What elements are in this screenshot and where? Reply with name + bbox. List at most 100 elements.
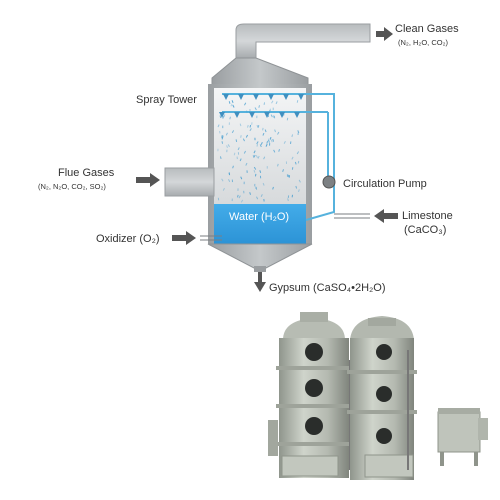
circulation-piping [200,93,370,241]
spray-droplet [262,182,265,186]
spray-droplet [294,161,297,165]
spray-droplet [277,163,279,167]
spray-nozzle [253,94,259,100]
spray-droplet [256,124,259,128]
scrubber-tower-right [347,316,417,480]
spray-nozzle [294,112,300,118]
spray-droplet [229,116,231,120]
water-label: Water (H₂O) [229,211,289,223]
spray-droplet [296,151,300,155]
spray-droplet [256,196,259,200]
spray-droplet [296,100,299,103]
spray-droplet [240,135,242,138]
spray-droplet [235,139,238,142]
spray-droplet [287,198,289,202]
spray-droplet [219,156,222,159]
spray-droplet [256,141,259,145]
spray-droplet [270,114,273,118]
spray-droplet [222,115,225,119]
spray-droplet [254,107,257,111]
spray-nozzle [238,94,244,100]
clean-gases-label: Clean Gases [395,23,459,35]
spray-droplet [277,131,280,135]
spray-droplet [240,176,243,180]
oxidizer-label: Oxidizer (O₂) [96,233,160,245]
water-pool [214,204,306,244]
circulation-pump [322,175,336,189]
spray-droplet [274,129,276,133]
spray-droplet [270,139,273,143]
spray-droplet [271,100,274,104]
spray-nozzle [219,112,225,118]
spray-droplet [247,124,249,128]
spray-droplet [253,150,256,154]
filter-box-unit [437,408,488,466]
spray-droplet [226,145,228,148]
spray-droplet [238,195,241,199]
spray-droplet [272,138,275,142]
spray-droplet [232,165,234,169]
limestone-label: Limestone [402,210,453,222]
equipment-photo [268,312,488,480]
spray-nozzle [279,112,285,118]
spray-droplet [255,155,258,159]
spray-nozzle [234,112,240,118]
spray-droplet [268,140,270,143]
recirculation-pipe-outer [305,93,335,221]
spray-droplet [231,100,234,103]
spray-droplet [287,174,290,178]
spray-droplet [228,179,231,183]
spray-droplet [275,101,278,105]
clean-gases-arrow [376,27,393,41]
spray-droplet [273,149,276,153]
spray-droplet [249,124,252,128]
spray-droplet [245,162,248,166]
circulation-pump-label: Circulation Pump [343,178,427,190]
spray-nozzle [298,94,304,100]
spray-droplet [260,194,263,198]
spray-droplet [298,189,300,193]
spray-droplet [282,113,285,117]
spray-droplet [272,186,274,190]
spray-droplet [268,109,271,113]
flow-arrows [136,27,398,292]
spray-droplet [240,199,244,203]
spray-droplet [278,149,280,152]
spray-droplet [217,124,220,128]
spray-droplet [291,156,294,160]
clean-gases-formula: (N₂, H₂O, CO₂) [398,38,448,47]
spray-droplet [266,140,268,144]
spray-droplet [267,138,270,142]
spray-droplet [221,178,224,182]
spray-droplet [225,132,228,136]
spray-droplet [249,192,251,195]
spray-droplet [259,144,262,148]
spray-droplet [243,150,246,154]
scrubber-tower-left [268,312,352,478]
spray-droplet [263,102,266,106]
spray-droplet [221,141,224,144]
spray-droplet [258,105,260,108]
spray-droplet [282,169,284,172]
spray-nozzle [283,94,289,100]
spray-droplet [233,152,236,156]
spray-droplet [295,185,298,189]
spray-droplet [265,143,268,147]
flue-gases-formula: (N₂, N₂O, CO₂, SO₂) [38,182,106,191]
spray-droplet [244,102,247,106]
spray-tower-label: Spray Tower [136,94,197,106]
spray-droplet [283,140,286,144]
flue-gases-label: Flue Gases [58,167,115,179]
spray-droplet [262,132,265,136]
gypsum-label: Gypsum (CaSO₄•2H₂O) [269,282,386,294]
spray-droplet [239,123,242,127]
spray-droplet [245,134,248,138]
spray-droplet [242,138,245,142]
spray-droplet [253,166,257,170]
spray-droplet [232,104,235,108]
spray-droplet [227,144,230,148]
spray-droplet [236,194,239,198]
flue-gas-inlet-duct [164,167,215,197]
spray-droplet [231,130,235,134]
